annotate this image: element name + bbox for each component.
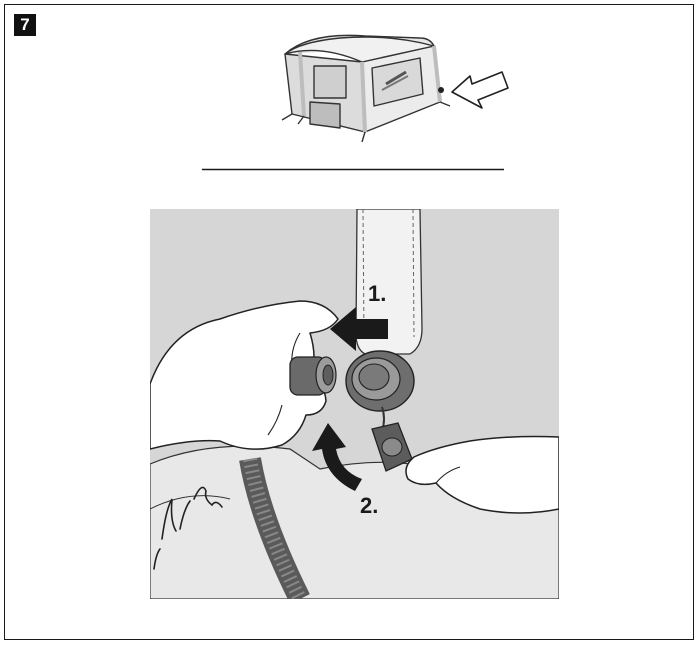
section-divider bbox=[202, 168, 504, 171]
callout-step-1: 1. bbox=[368, 281, 386, 306]
pump-adapter-icon bbox=[290, 357, 336, 395]
tent-overview-illustration bbox=[270, 24, 520, 146]
arrow-pointing-left-icon bbox=[452, 72, 508, 108]
step-number-badge: 7 bbox=[14, 14, 36, 36]
valve-icon bbox=[346, 351, 414, 411]
valve-detail-illustration: 1. 2. bbox=[150, 209, 559, 599]
callout-step-2: 2. bbox=[360, 493, 378, 518]
inflatable-tent-icon bbox=[282, 35, 450, 142]
